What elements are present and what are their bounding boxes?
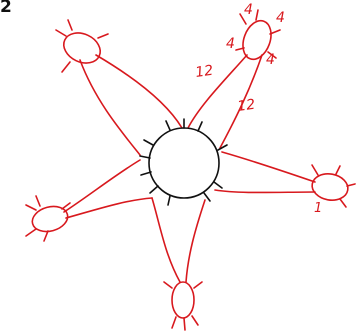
node-label: 4 bbox=[244, 2, 253, 18]
node-label: 4 bbox=[226, 36, 235, 52]
edge-label-top-right-left: 12 bbox=[194, 63, 214, 81]
center-node bbox=[140, 119, 227, 205]
node-bottom bbox=[164, 282, 202, 330]
edge-label-top-right-right: 12 bbox=[236, 97, 256, 115]
problem-number: 2 bbox=[0, 0, 12, 17]
edge-labels: 12 12 bbox=[194, 63, 256, 115]
right-node-label: 1 bbox=[314, 201, 322, 216]
node-label: 4 bbox=[276, 10, 285, 26]
node-label: 4 bbox=[266, 52, 275, 68]
node-left bbox=[26, 196, 70, 241]
